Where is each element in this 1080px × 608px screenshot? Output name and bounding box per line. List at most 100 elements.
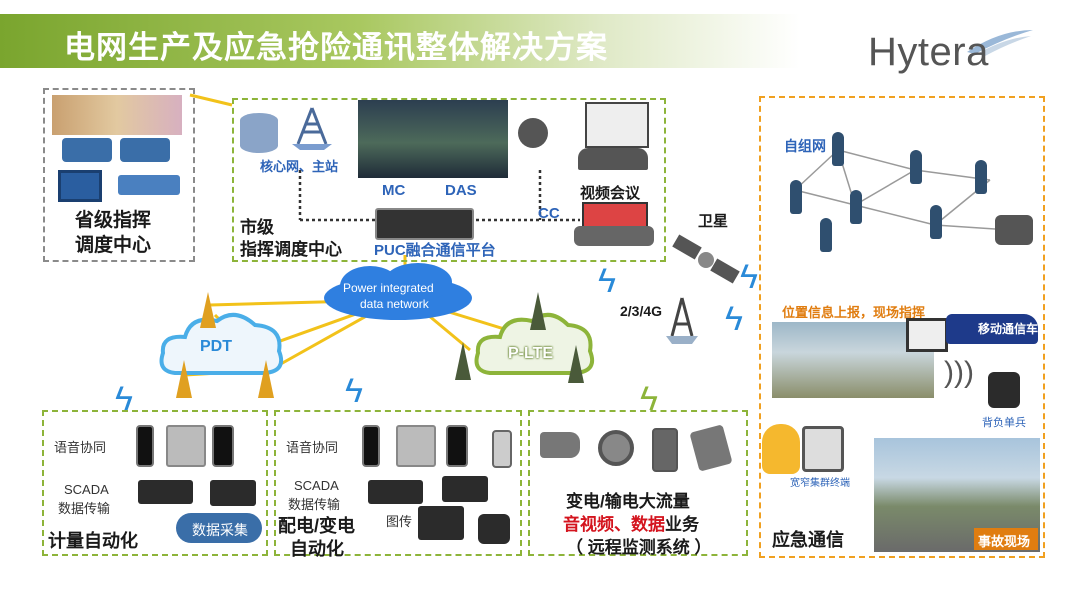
mascot-icon bbox=[762, 424, 800, 474]
city-label-2: 指挥调度中心 bbox=[240, 240, 342, 259]
metering-voice-label: 语音协同 bbox=[54, 440, 107, 455]
city-center-box bbox=[232, 98, 666, 262]
das-label: DAS bbox=[445, 182, 477, 199]
emergency-label: 应急通信 bbox=[772, 530, 844, 550]
distribution-scada-label-2: 数据传输 bbox=[288, 497, 341, 512]
plte-label: P-LTE bbox=[508, 345, 554, 362]
satellite-label: 卫星 bbox=[698, 213, 729, 230]
signal-waves-icon: ))) bbox=[944, 356, 974, 389]
responder-2-icon bbox=[910, 150, 922, 184]
responder-5-icon bbox=[975, 160, 987, 194]
accident-scene-label: 事故现场 bbox=[978, 534, 1031, 549]
mobile-comm-vehicle-icon bbox=[946, 314, 1038, 344]
audience-icon bbox=[578, 148, 648, 170]
puc-platform-label: PUC融合通信平台 bbox=[374, 242, 496, 259]
monitor-icon bbox=[906, 318, 948, 352]
wireless-bolt-6-icon: ϟ bbox=[740, 258, 758, 296]
metering-radio-icon bbox=[136, 425, 154, 467]
puc-server-icon bbox=[375, 208, 474, 240]
responder-6-icon bbox=[930, 205, 942, 239]
video-conference-label: 视频会议 bbox=[580, 185, 641, 202]
cctv-camera-icon bbox=[540, 432, 580, 458]
title-bar bbox=[0, 14, 800, 68]
pdt-label: PDT bbox=[200, 338, 232, 355]
logo-swoosh-icon bbox=[967, 30, 1033, 56]
metering-scada-label-2: 数据传输 bbox=[58, 501, 111, 516]
distribution-data-terminal-icon bbox=[442, 476, 488, 502]
metering-mobile-radio-icon bbox=[138, 480, 193, 504]
distribution-handset-icon bbox=[492, 430, 512, 468]
wireless-bolt-5-icon: ϟ bbox=[640, 380, 658, 418]
metering-scada-label-1: SCADA bbox=[64, 482, 109, 497]
responder-3-icon bbox=[790, 180, 802, 214]
wireless-bolt-3-icon: ϟ bbox=[598, 262, 616, 300]
distribution-label-1: 配电/变电 bbox=[278, 516, 356, 536]
cloud-label-2: data network bbox=[360, 297, 429, 311]
mc-label: MC bbox=[382, 182, 406, 199]
backpack-label: 背负单兵 bbox=[982, 417, 1026, 429]
distribution-box bbox=[274, 410, 522, 556]
pdt-cloud bbox=[159, 313, 284, 375]
data-collect-label: 数据采集 bbox=[192, 522, 248, 538]
province-router-icon bbox=[120, 138, 170, 162]
video-screen-icon bbox=[582, 202, 648, 228]
metering-data-terminal-icon bbox=[210, 480, 256, 506]
database-icon bbox=[240, 113, 278, 153]
province-screen-image bbox=[52, 95, 182, 135]
mobile-network-label: 2/3/4G bbox=[620, 303, 663, 319]
broadband-terminal-label: 宽窄集群终端 bbox=[790, 478, 850, 489]
cc-label: CC bbox=[538, 205, 560, 222]
cloud-label-1: Power integrated bbox=[343, 281, 434, 295]
broadband-terminal-icon bbox=[802, 426, 844, 472]
distribution-voice-label: 语音协同 bbox=[286, 440, 339, 455]
metering-label: 计量自动化 bbox=[48, 531, 138, 551]
data-collect-badge bbox=[176, 513, 262, 543]
distribution-backpack-icon bbox=[478, 514, 510, 544]
dome-camera-icon bbox=[598, 430, 634, 466]
metering-desk-phone-icon bbox=[166, 425, 206, 467]
metering-smartphone-icon bbox=[212, 425, 234, 467]
transmission-box bbox=[528, 410, 748, 556]
position-report-label: 位置信息上报，现场指挥 bbox=[782, 305, 926, 320]
adhoc-network-label: 自组网 bbox=[784, 138, 826, 154]
hytera-logo bbox=[860, 26, 1040, 76]
distribution-mobile-radio-icon bbox=[368, 480, 423, 504]
province-label-1: 省级指挥 bbox=[75, 210, 152, 231]
accident-scene-badge bbox=[974, 528, 1038, 550]
wireless-bolt-4-icon: ϟ bbox=[725, 300, 743, 338]
power-network-cloud bbox=[324, 263, 472, 320]
mobile-comm-vehicle-label: 移动通信车 bbox=[978, 322, 1039, 336]
transmission-phone-icon bbox=[652, 428, 678, 472]
satellite-icon bbox=[672, 234, 740, 284]
province-center-box bbox=[43, 88, 195, 262]
wireless-bolt-1-icon: ϟ bbox=[115, 380, 133, 418]
wireless-bolt-2-icon: ϟ bbox=[345, 372, 363, 410]
province-server-icon bbox=[62, 138, 112, 162]
province-switch-icon bbox=[118, 175, 180, 195]
province-label-2: 调度中心 bbox=[75, 235, 152, 256]
cellular-tower-icon bbox=[666, 297, 698, 344]
metering-box bbox=[42, 410, 268, 556]
conference-table-icon bbox=[574, 226, 654, 246]
city-label-1: 市级 bbox=[240, 218, 274, 237]
responder-1-icon bbox=[832, 132, 844, 166]
distribution-scada-label-1: SCADA bbox=[294, 478, 339, 493]
responder-7-icon bbox=[820, 218, 832, 252]
core-tower-icon bbox=[292, 107, 332, 150]
distribution-label-2: 自动化 bbox=[290, 539, 344, 559]
distribution-desk-phone-icon bbox=[396, 425, 436, 467]
province-computer-icon bbox=[58, 170, 102, 202]
picture-transfer-label: 图传 bbox=[386, 514, 413, 529]
distribution-radio-icon bbox=[362, 425, 380, 467]
distribution-smartphone-icon bbox=[446, 425, 468, 467]
responder-4-icon bbox=[850, 190, 862, 224]
transmission-line-2-highlight: 音视频、数据 bbox=[563, 515, 665, 534]
logo-text: Hytera bbox=[868, 30, 989, 74]
transmission-line-2: 音视频、数据业务 bbox=[563, 510, 699, 535]
transmission-line-1: 变电/输电大流量 bbox=[566, 492, 690, 511]
page-title: 电网生产及应急抢险通讯整体解决方案 bbox=[64, 30, 608, 65]
presenter-icon bbox=[585, 102, 649, 148]
picture-transfer-case-icon bbox=[418, 506, 464, 540]
transmission-line-3: （ 远程监测系统 ） bbox=[566, 538, 712, 557]
emergency-vehicle-icon bbox=[995, 215, 1033, 245]
